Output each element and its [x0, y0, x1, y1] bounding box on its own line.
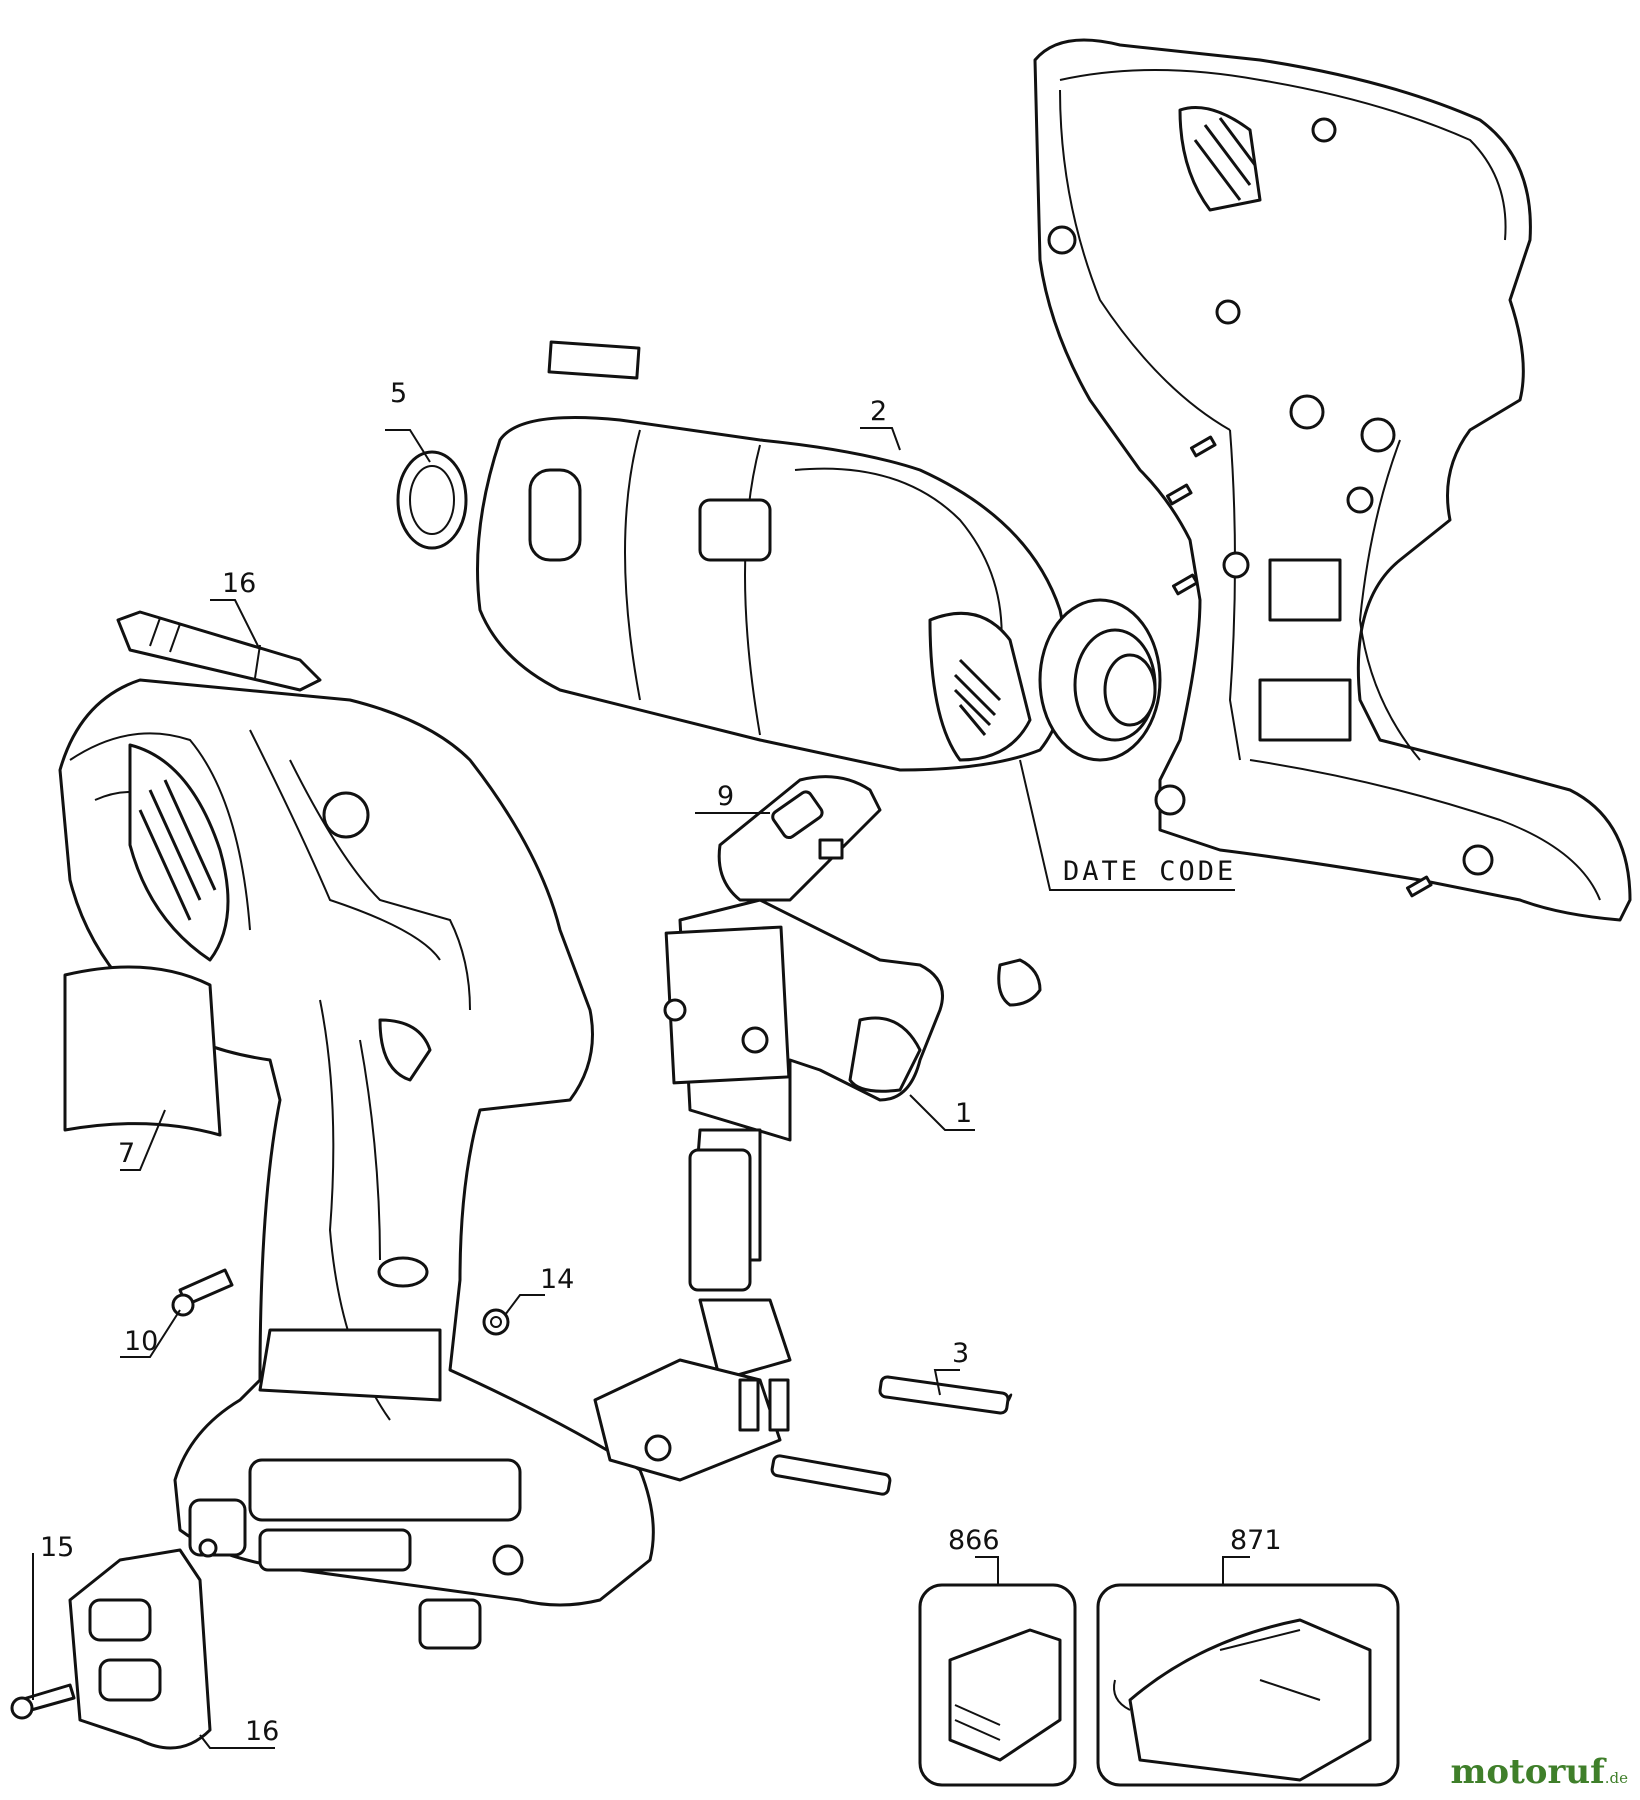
switch-assembly — [593, 898, 944, 1482]
callout-10: 10 — [124, 1326, 158, 1357]
nut-part-14 — [482, 1308, 510, 1336]
right-housing-half — [1033, 38, 1632, 922]
watermark-tld: .de — [1604, 1769, 1628, 1787]
callout-9: 9 — [717, 781, 734, 812]
small-bushing — [997, 958, 1042, 1007]
spring-part-3-upper — [878, 1375, 1013, 1415]
callout-5: 5 — [390, 378, 407, 409]
screw-part-10 — [171, 1268, 234, 1317]
callout-15: 15 — [40, 1532, 74, 1563]
washer-part-5 — [396, 450, 468, 550]
watermark-text: motoruf — [1450, 1752, 1605, 1792]
callout-14: 14 — [540, 1264, 574, 1295]
callout-labels: 1 2 3 5 7 9 10 14 15 16 16 866 871 DATE … — [40, 378, 1282, 1747]
callout-871: 871 — [1230, 1525, 1282, 1556]
callout-2: 2 — [870, 396, 887, 427]
forward-reverse-slider — [717, 775, 882, 902]
label-part-7 — [63, 965, 222, 1137]
callout-866: 866 — [948, 1525, 1000, 1556]
screwdriver-bit — [116, 610, 322, 692]
callout-3: 3 — [952, 1338, 969, 1369]
callout-7: 7 — [118, 1138, 135, 1169]
callout-16-clip: 16 — [245, 1716, 279, 1747]
callout-1: 1 — [955, 1098, 972, 1129]
spring-part-3-lower — [770, 1454, 892, 1496]
belt-clip — [10, 1548, 212, 1750]
date-code-label: DATE CODE — [1063, 856, 1236, 887]
watermark-logo: motoruf.de — [1450, 1752, 1628, 1792]
battery-pack-inset — [918, 1583, 1077, 1787]
motor-assembly — [396, 340, 1162, 772]
charger-inset — [1096, 1583, 1400, 1787]
callout-16-bit: 16 — [222, 568, 256, 599]
leader-lines — [32, 427, 1250, 1749]
left-housing-half — [58, 678, 655, 1650]
